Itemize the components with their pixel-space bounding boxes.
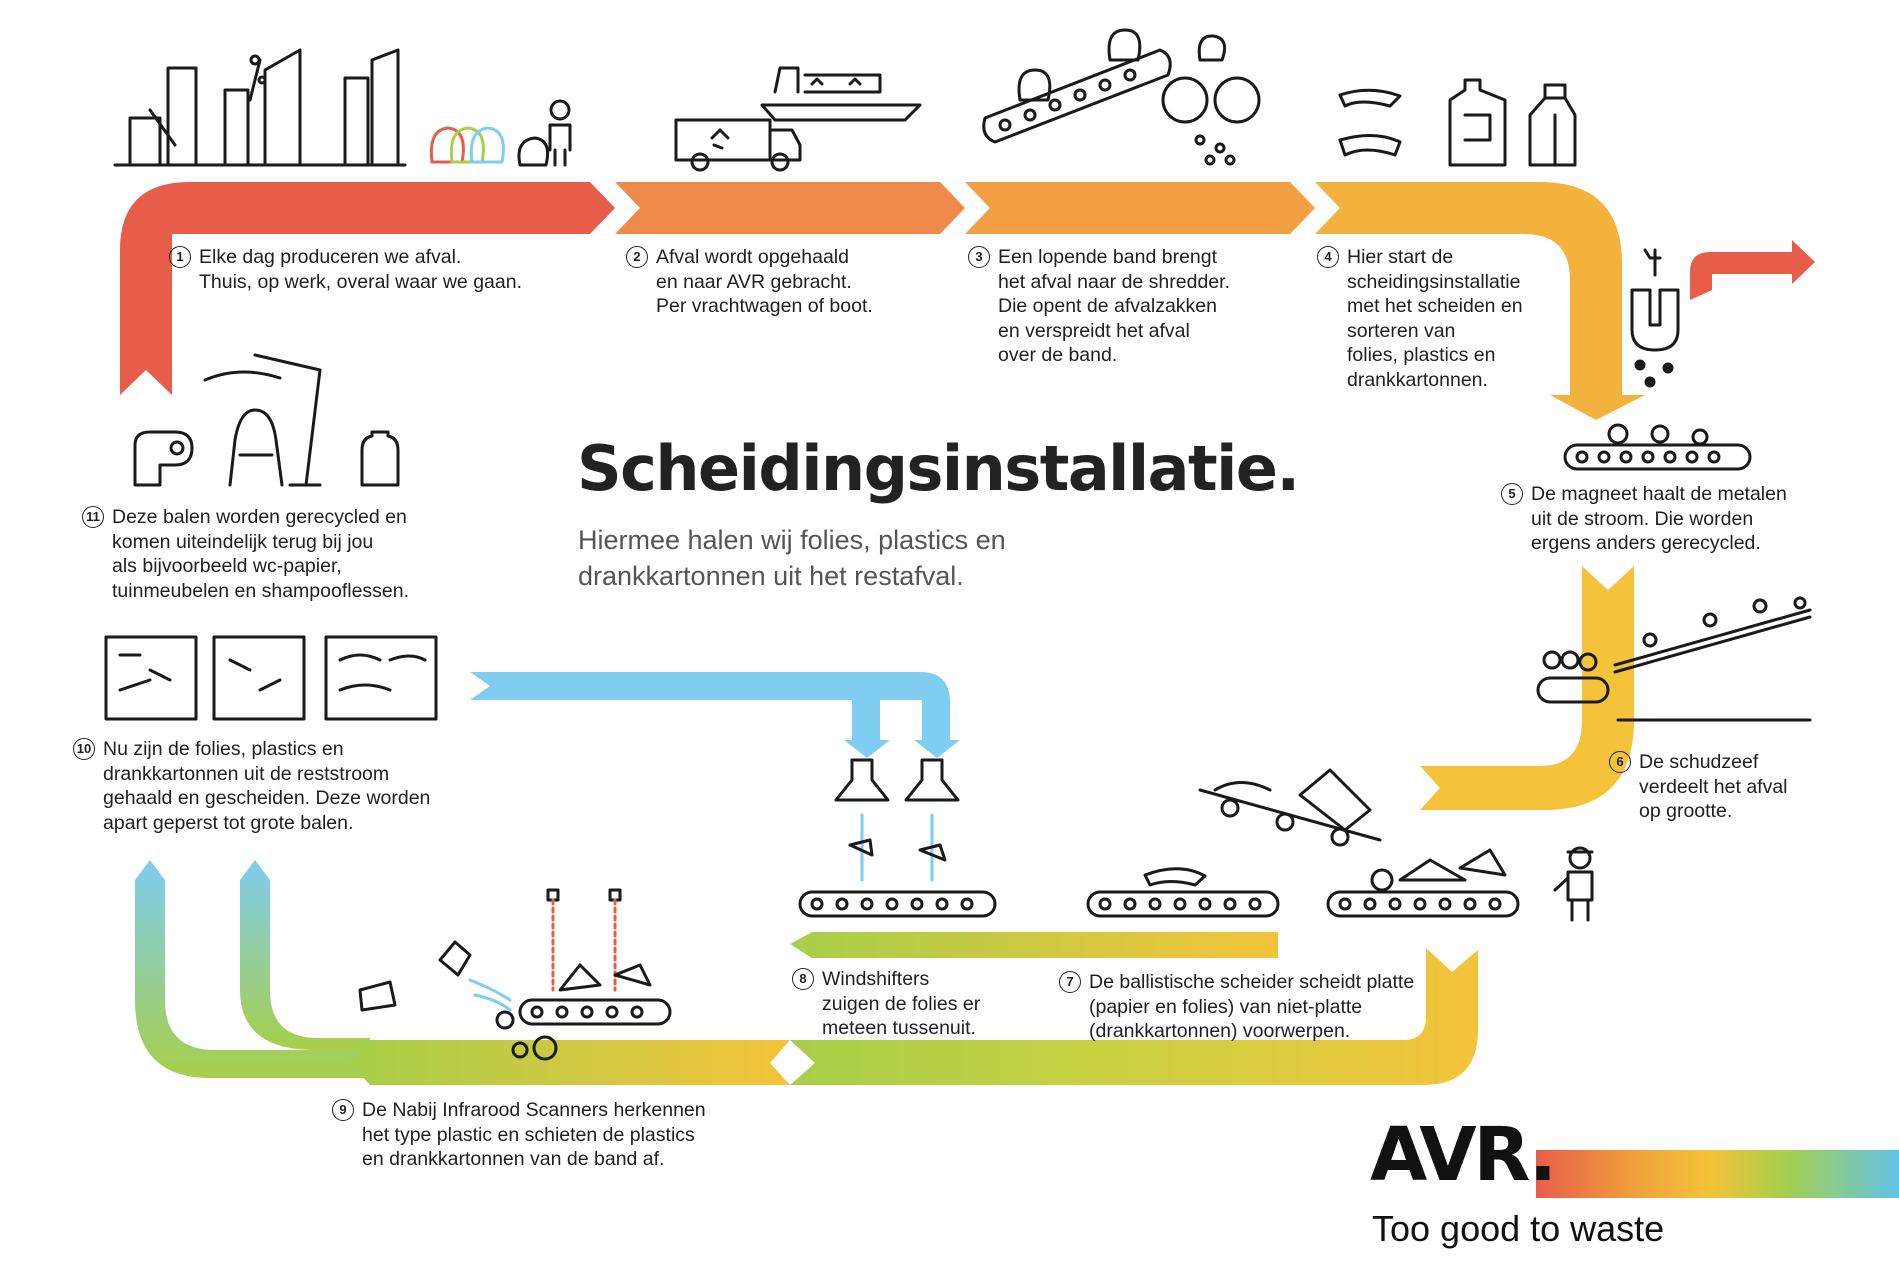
- step-text: Windshifters zuigen de folies er meteen …: [822, 968, 981, 1039]
- shredder-icon: [1161, 34, 1261, 166]
- vibrating-screen-icon: [1536, 596, 1812, 722]
- step-number: 9: [332, 1099, 354, 1121]
- flow-band-left: [135, 860, 370, 1078]
- step-8: 8 Windshifters zuigen de folies er metee…: [792, 967, 981, 1041]
- parasol-icon: [203, 353, 322, 487]
- magnet-icon: [1630, 248, 1680, 388]
- step-number: 5: [1501, 483, 1523, 505]
- step-number: 11: [82, 506, 104, 528]
- conveyor-belt-icon: [982, 28, 1172, 144]
- step-number: 3: [968, 246, 990, 268]
- step-1: 1 Elke dag produceren we afval. Thuis, o…: [169, 245, 522, 294]
- conveyor-belt-icon: [1086, 848, 1520, 918]
- step-10: 10 Nu zijn de folies, plastics en drankk…: [73, 737, 431, 835]
- step-number: 1: [169, 246, 191, 268]
- milk-carton-icon: [1528, 83, 1577, 167]
- garbage-truck-icon: [674, 118, 802, 172]
- step-text: De magneet haalt de metalen uit de stroo…: [1531, 483, 1787, 554]
- toilet-paper-icon: [133, 430, 194, 487]
- city-skyline-icon: [113, 48, 407, 167]
- step-4: 4 Hier start de scheidingsinstallatie me…: [1317, 245, 1523, 392]
- step-9: 9 De Nabij Infrarood Scanners herkennen …: [332, 1098, 706, 1172]
- step-3: 3 Een lopende band brengt het afval naar…: [968, 245, 1230, 368]
- brand-color-bar: [1536, 1150, 1899, 1198]
- step-text: Hier start de scheidingsinstallatie met …: [1347, 246, 1523, 391]
- step-text: Afval wordt opgehaald en naar AVR gebrac…: [656, 246, 873, 317]
- flow-band-blue: [470, 672, 960, 758]
- worker-icon: [1553, 846, 1594, 922]
- step-number: 6: [1609, 751, 1631, 773]
- step-number: 7: [1059, 971, 1081, 993]
- brand-wordmark: AVR: [1370, 1112, 1532, 1198]
- step-text: Deze balen worden gerecycled en komen ui…: [112, 506, 410, 602]
- step-number: 2: [626, 246, 648, 268]
- windshifter-icon: [798, 758, 997, 918]
- step-7: 7 De ballistische scheider scheidt platt…: [1059, 970, 1415, 1044]
- garden-chair-icon: [228, 408, 284, 487]
- shampoo-bottle-icon: [360, 430, 400, 487]
- step-text: De ballistische scheider scheidt platte …: [1089, 971, 1415, 1042]
- person-icon: [517, 99, 572, 167]
- flow-band-metals: [1690, 240, 1815, 300]
- step-number: 10: [73, 738, 95, 760]
- page-title: Scheidingsinstallatie.: [577, 432, 1300, 505]
- foil-icon: [1338, 88, 1402, 157]
- conveyor-belt-icon: [1563, 423, 1752, 471]
- step-text: Nu zijn de folies, plastics en drankkart…: [103, 738, 431, 834]
- step-11: 11 Deze balen worden gerecycled en komen…: [82, 505, 410, 603]
- brand-logo: AVR.: [1370, 1112, 1557, 1198]
- flow-band-middle: [790, 932, 1278, 958]
- bales-icon: [104, 635, 438, 721]
- step-text: Een lopende band brengt het afval naar d…: [998, 246, 1230, 366]
- flow-band-top: [120, 182, 1645, 420]
- flow-band-right: [350, 566, 1634, 1085]
- brand-tagline: Too good to waste: [1372, 1208, 1665, 1249]
- garbage-bags-icon: [429, 126, 505, 164]
- step-6: 6 De schudzeef verdeelt het afval op gro…: [1609, 750, 1788, 824]
- page-subtitle: Hiermee halen wij folies, plastics en dr…: [578, 525, 1006, 591]
- plastic-bottle-icon: [1448, 78, 1507, 167]
- ballistic-separator-icon: [1198, 768, 1382, 847]
- step-text: Elke dag produceren we afval. Thuis, op …: [199, 246, 522, 293]
- step-number: 8: [792, 968, 814, 990]
- infrared-scanner-icon: [358, 888, 672, 1061]
- step-5: 5 De magneet haalt de metalen uit de str…: [1501, 482, 1787, 556]
- cargo-ship-icon: [760, 66, 922, 122]
- step-text: De Nabij Infrarood Scanners herkennen he…: [362, 1099, 706, 1170]
- step-number: 4: [1317, 246, 1339, 268]
- step-2: 2 Afval wordt opgehaald en naar AVR gebr…: [626, 245, 873, 319]
- step-text: De schudzeef verdeelt het afval op groot…: [1639, 751, 1788, 822]
